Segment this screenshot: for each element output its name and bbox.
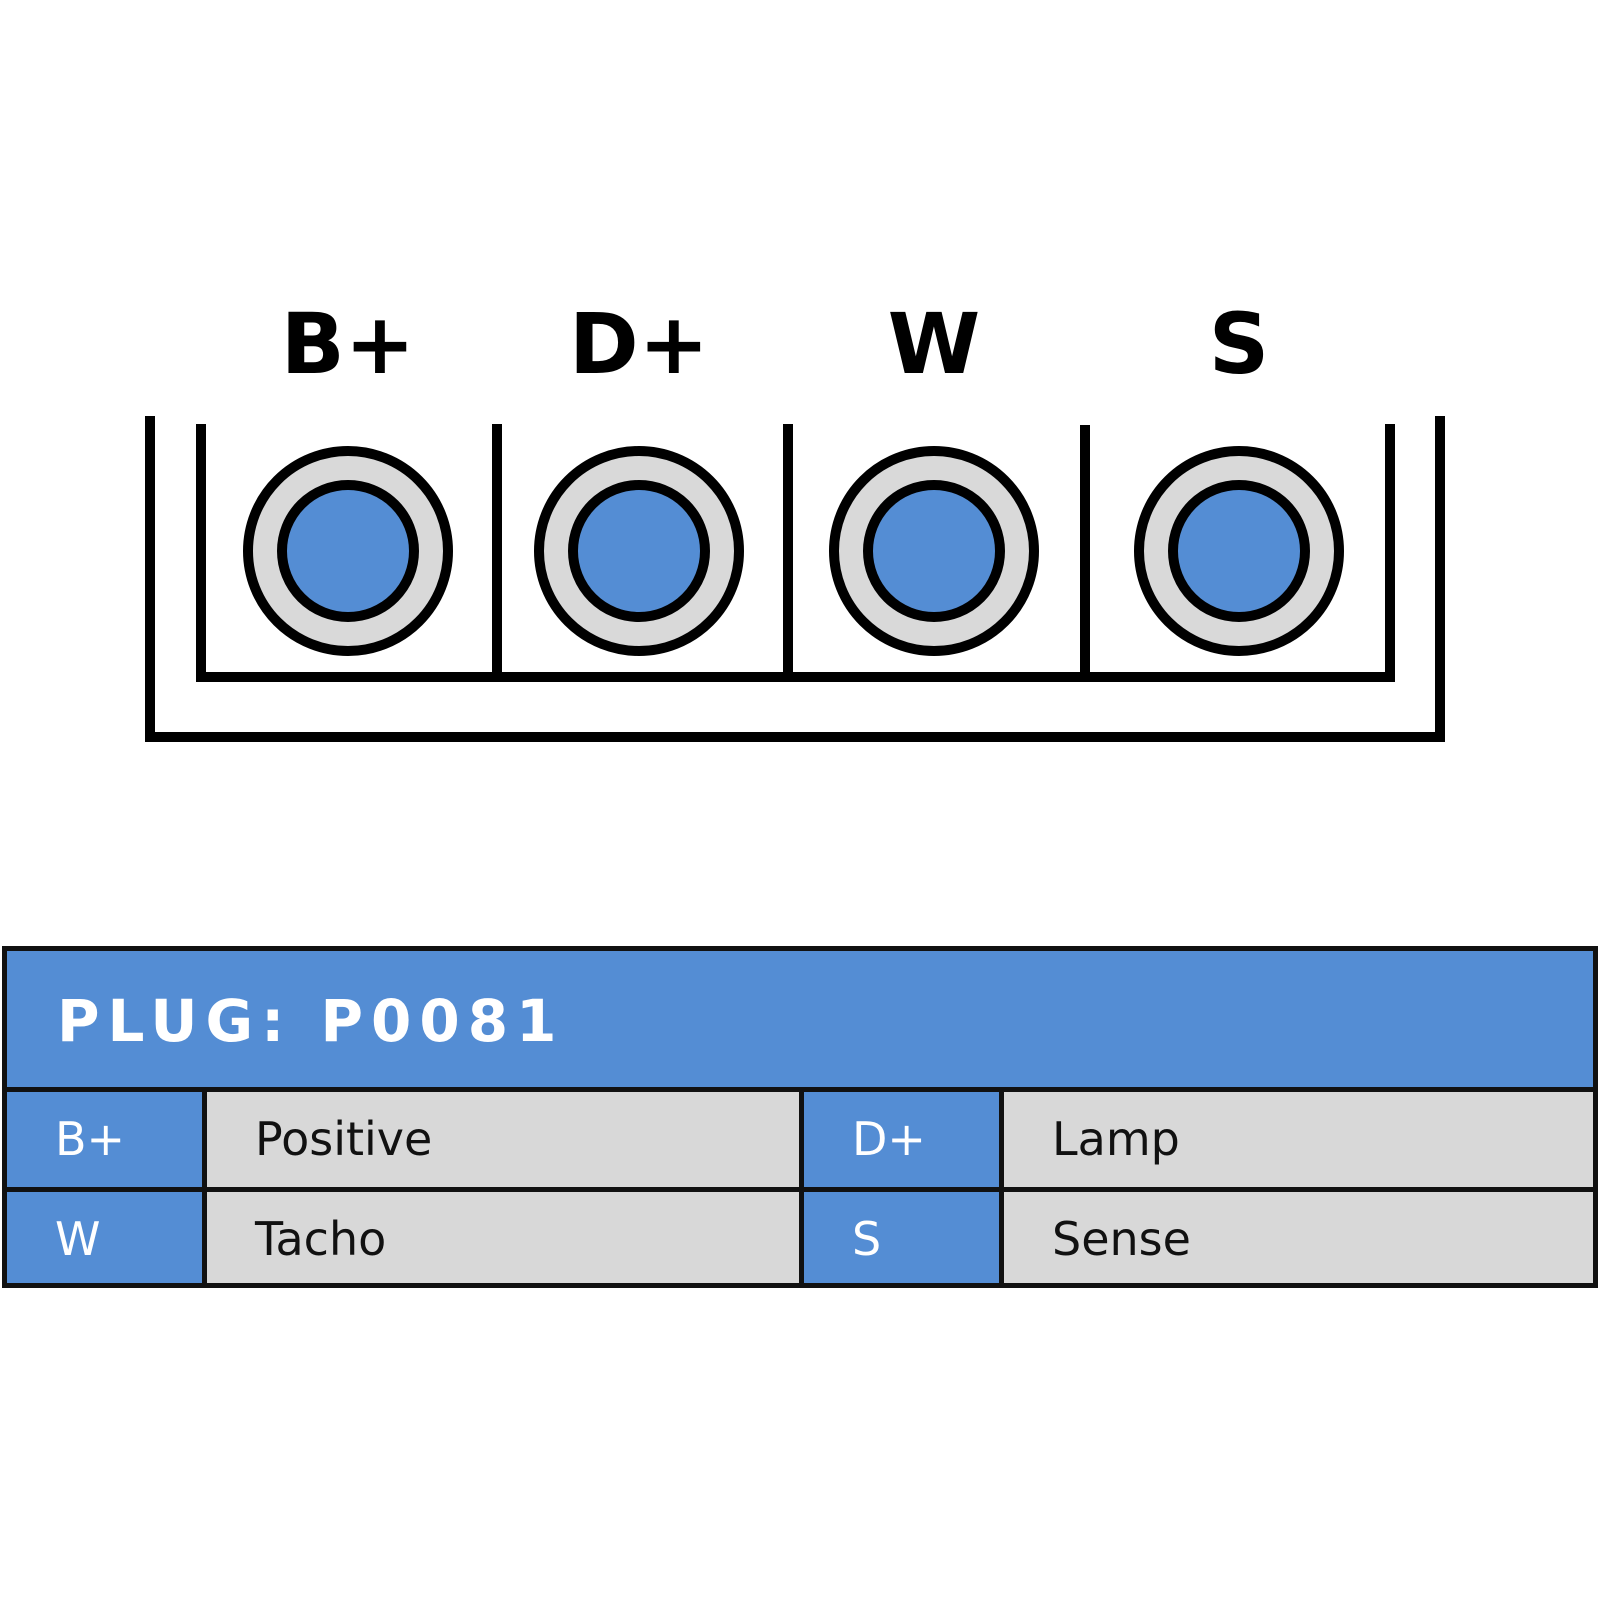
pin-code-cell: S bbox=[804, 1192, 999, 1283]
pin-contact bbox=[568, 480, 710, 622]
pin-description-cell: Tacho bbox=[207, 1192, 799, 1283]
pin-b-plus: B+ bbox=[243, 295, 453, 656]
pin-description-cell: Positive bbox=[207, 1092, 799, 1187]
plug-title: PLUG: P0081 bbox=[57, 987, 565, 1055]
pin-description-cell: Sense bbox=[1004, 1192, 1593, 1283]
pin-code-cell: B+ bbox=[7, 1092, 202, 1187]
pin-contact bbox=[863, 480, 1005, 622]
pin-d-plus: D+ bbox=[534, 295, 744, 656]
plug-table: PLUG: P0081 B+ Positive D+ Lamp W Tacho … bbox=[2, 946, 1598, 1288]
pin-contact bbox=[1168, 480, 1310, 622]
pin-label: S bbox=[1209, 295, 1270, 393]
pin-label: D+ bbox=[569, 295, 709, 393]
pin-description-cell: Lamp bbox=[1004, 1092, 1593, 1187]
connector-inner-housing bbox=[196, 424, 1395, 682]
pin-label: B+ bbox=[281, 295, 415, 393]
pin-s: S bbox=[1134, 295, 1344, 656]
table-header: PLUG: P0081 bbox=[7, 951, 1593, 1087]
pin-w: W bbox=[829, 295, 1039, 656]
pin-contact bbox=[277, 480, 419, 622]
pin-code-cell: W bbox=[7, 1192, 202, 1283]
pin-label: W bbox=[888, 295, 981, 393]
connector-diagram: B+ D+ W S bbox=[145, 295, 1445, 742]
connector-outer-housing bbox=[145, 416, 1445, 742]
pin-code-cell: D+ bbox=[804, 1092, 999, 1187]
